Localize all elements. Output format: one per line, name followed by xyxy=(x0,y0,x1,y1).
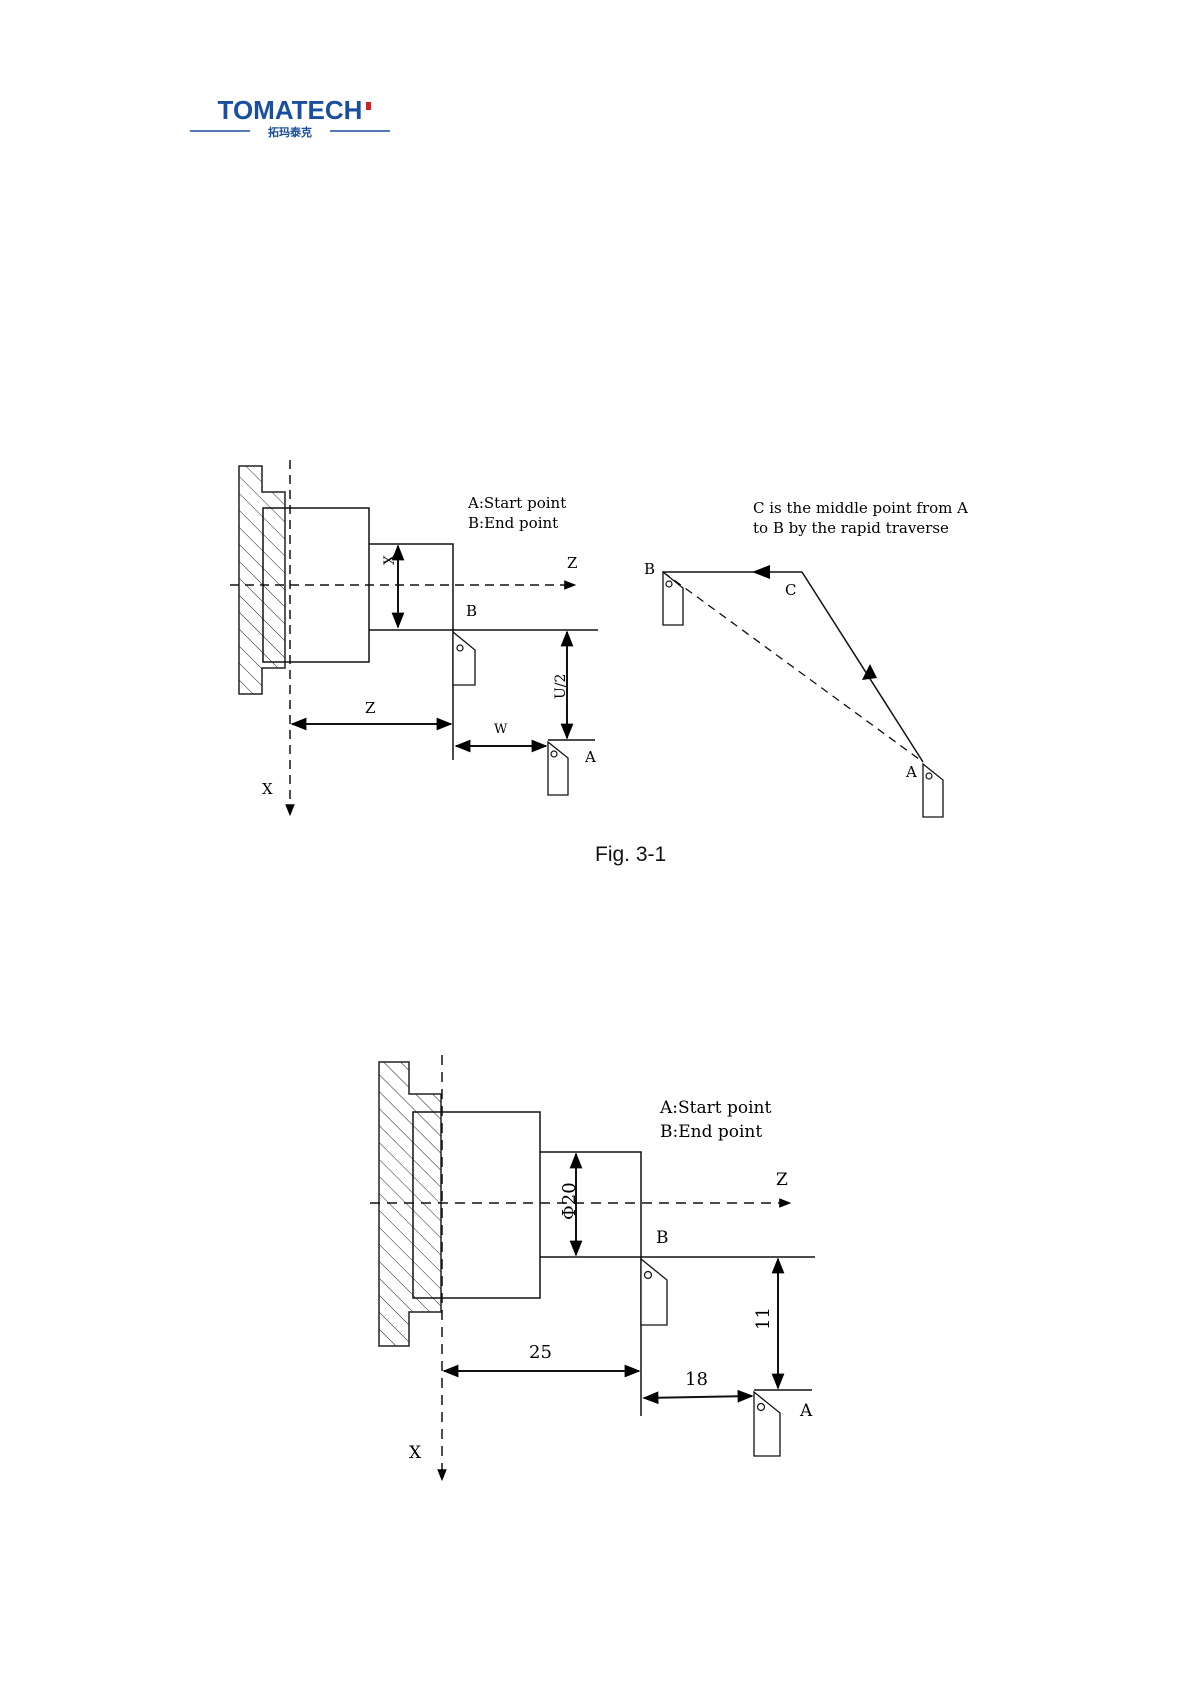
fig2-18-label: 18 xyxy=(685,1369,708,1390)
fig2-point-b-label: B xyxy=(656,1228,669,1248)
fig1-right-b-label: B xyxy=(644,560,655,578)
fig2-25-label: 25 xyxy=(529,1342,552,1363)
fig1-rapid-path-diagonal xyxy=(802,572,923,762)
fig1-u2-dim-label: U/2 xyxy=(553,674,569,699)
figure-caption: Fig. 3-1 xyxy=(595,843,666,867)
fig1-workpiece-small xyxy=(369,544,453,760)
fig1-right-tool-a xyxy=(923,764,943,817)
fig1-rapid-arrow-left xyxy=(752,565,770,579)
fig2-x-axis-label: X xyxy=(409,1443,422,1463)
fig1-rapid-arrow-up xyxy=(862,664,877,680)
fig1-note-line2: to B by the rapid traverse xyxy=(753,519,949,537)
fig2-z-axis-label: Z xyxy=(776,1170,788,1190)
fig1-z-dim-label: Z xyxy=(365,699,375,717)
fig1-right-a-label: A xyxy=(905,763,917,781)
fig1-point-b-label: B xyxy=(466,602,477,620)
fig2-chuck xyxy=(379,1062,441,1346)
fig2-phi20-label: Φ20 xyxy=(559,1182,580,1220)
fig1-tool-a xyxy=(548,742,568,795)
fig1-w-dim-label: W xyxy=(494,722,508,737)
fig2-legend-a: A:Start point xyxy=(659,1098,771,1118)
fig2-workpiece-small xyxy=(540,1152,641,1416)
fig2-11-label: 11 xyxy=(753,1307,774,1330)
fig1-x-dim-label: X xyxy=(382,555,398,565)
fig1-legend-a: A:Start point xyxy=(467,494,566,512)
fig1-legend-b: B:End point xyxy=(468,514,558,532)
fig2-legend-b: B:End point xyxy=(660,1122,762,1142)
fig1-point-a-label: A xyxy=(584,748,596,766)
fig2-tool-b xyxy=(641,1259,667,1325)
fig1-note-line1: C is the middle point from A xyxy=(753,499,968,517)
fig2-tool-a xyxy=(754,1392,780,1456)
fig1-tool-b xyxy=(453,632,475,685)
fig2-18-dim-arrow xyxy=(644,1396,752,1398)
fig1-right-tool-b xyxy=(663,572,683,625)
fig2-point-a-label: A xyxy=(799,1401,813,1421)
fig1-direct-path-dashed xyxy=(663,572,923,762)
fig1-right-c-label: C xyxy=(785,581,796,599)
fig1-z-axis-label: Z xyxy=(567,554,577,572)
fig1-chuck xyxy=(239,466,285,694)
fig1-x-axis-label: X xyxy=(262,780,273,798)
